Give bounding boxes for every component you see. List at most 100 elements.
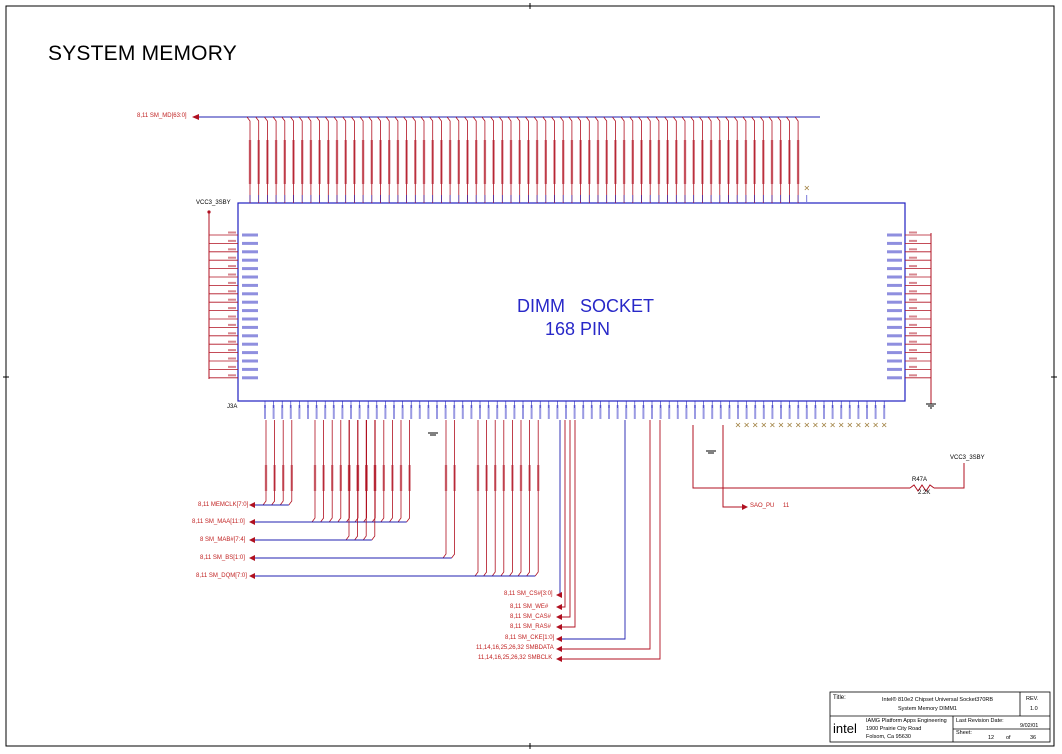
- sheet-of: of: [1006, 735, 1011, 741]
- sheet-value: 12: [988, 735, 995, 741]
- no-connect-icon: [752, 422, 758, 428]
- left-pin-name-mark: [242, 376, 258, 380]
- top-pin-label-mark: [327, 140, 330, 184]
- no-connect-icon: [830, 422, 835, 428]
- top-pin-label-mark: [683, 140, 687, 184]
- top-pin-label-mark: [292, 140, 295, 184]
- bottom-pin-wire: [271, 420, 276, 506]
- sao-pu-arrow: [742, 504, 748, 510]
- top-pin-label-mark: [501, 140, 504, 184]
- top-pin-label-mark: [257, 140, 260, 184]
- bottom-net-label-mark: [511, 465, 514, 491]
- bottom-pin-name-mark: [522, 405, 524, 419]
- dimm-sublabel: 168 PIN: [545, 319, 611, 339]
- bottom-net-label-mark: [502, 465, 505, 491]
- control-arrow-icon: [556, 604, 562, 610]
- bottom-pin-name-mark: [530, 405, 533, 419]
- left-pin-name-mark: [242, 359, 258, 363]
- top-pin-label-mark: [475, 140, 478, 184]
- top-pin-label-mark: [675, 140, 678, 184]
- left-pin-number-mark: [228, 273, 236, 276]
- right-pin-name-mark: [887, 367, 902, 371]
- bus-arrow-icon: [249, 555, 255, 561]
- company-line3: Folsom, Ca 95630: [866, 734, 911, 740]
- left-pin-number-mark: [228, 239, 236, 242]
- bottom-pin-name-mark: [866, 405, 868, 419]
- bottom-pin-name-mark: [848, 405, 851, 419]
- bottom-pin-name-mark: [264, 405, 266, 419]
- no-connect-icon: [744, 422, 749, 428]
- top-pin-label-mark: [405, 140, 408, 184]
- bottom-pin-name-mark: [384, 405, 387, 419]
- no-connect-icon: [795, 422, 801, 428]
- bottom-pin-name-mark: [582, 405, 585, 419]
- no-connect-icon: [821, 422, 827, 428]
- left-pin-number-mark: [228, 332, 236, 335]
- left-pin-name-mark: [242, 309, 258, 313]
- bottom-pin-name-mark: [341, 405, 344, 419]
- bottom-pin-name-mark: [883, 405, 886, 419]
- bottom-pin-name-mark: [461, 405, 464, 419]
- control-net-wire: [560, 420, 661, 660]
- right-pin-name-mark: [887, 342, 902, 346]
- right-pin-name-mark: [887, 317, 902, 321]
- bottom-net-label-mark: [339, 465, 342, 491]
- left-pin-number-mark: [228, 357, 236, 360]
- net-cas: 8,11 SM_CAS#: [510, 614, 551, 620]
- bottom-pin-name-mark: [375, 405, 378, 419]
- bus-arrow-icon: [249, 573, 255, 579]
- bottom-pin-name-mark: [504, 405, 507, 419]
- bottom-pin-wire: [311, 420, 316, 523]
- bottom-pin-wire: [451, 420, 456, 559]
- bottom-pin-name-mark: [728, 405, 731, 419]
- top-pin-label-mark: [483, 140, 487, 184]
- right-vcc-wire: [934, 463, 965, 489]
- sheet-total: 36: [1030, 735, 1037, 741]
- bottom-pin-name-mark: [289, 405, 292, 419]
- resistor-ref: R47A: [912, 477, 928, 483]
- bottom-pin-name-mark: [694, 405, 696, 419]
- top-pin-label-mark: [388, 140, 391, 184]
- bottom-pin-name-mark: [762, 405, 765, 419]
- top-pin-label-mark: [509, 140, 513, 184]
- bottom-pin-name-mark: [539, 405, 542, 419]
- bottom-pin-name-mark: [470, 405, 473, 419]
- no-connect-icon: [804, 422, 810, 428]
- bottom-pin-name-mark: [436, 405, 438, 419]
- right-pin-number-mark: [909, 315, 917, 318]
- bottom-net-label-mark: [408, 465, 411, 491]
- top-pin-label-mark: [274, 140, 278, 184]
- bottom-net-label-mark: [282, 465, 285, 491]
- no-connect-icon: [735, 422, 741, 428]
- bottom-pin-name-mark: [814, 405, 817, 419]
- bottom-pin-name-mark: [874, 405, 877, 419]
- bottom-pin-wire: [534, 420, 539, 577]
- right-pin-number-mark: [909, 357, 917, 360]
- bottom-pin-name-mark: [788, 405, 791, 419]
- right-pin-number-mark: [909, 323, 917, 326]
- bottom-net-label-mark: [347, 465, 351, 491]
- top-pin-label-mark: [640, 140, 643, 184]
- bottom-net-label-mark: [399, 465, 403, 491]
- right-pin-name-mark: [887, 334, 902, 338]
- top-pins: [246, 116, 810, 203]
- net-memclk: 8,11 MEMCLK[7:0]: [198, 502, 249, 508]
- right-pin-name-mark: [887, 359, 902, 363]
- top-pin-label-mark: [779, 140, 782, 184]
- control-net-wire: [560, 420, 626, 640]
- rev-label: REV.: [1026, 696, 1039, 702]
- control-arrow-icon: [556, 592, 562, 598]
- bottom-pin-name-mark: [350, 405, 352, 419]
- bottom-pin-name-mark: [513, 405, 516, 419]
- top-pin-label-mark: [535, 140, 539, 184]
- top-pin-label-mark: [448, 140, 452, 184]
- bottom-pin-wire: [509, 420, 513, 577]
- bottom-net-label-mark: [519, 465, 523, 491]
- net-sao-pu: SAO_PU: [750, 503, 775, 509]
- border-ticks: [3, 3, 1057, 749]
- bottom-pin-name-mark: [857, 405, 860, 419]
- left-pin-number-mark: [228, 349, 236, 352]
- net-web: 8,11 SM_WE#: [510, 604, 549, 610]
- left-pin-number-mark: [228, 307, 236, 310]
